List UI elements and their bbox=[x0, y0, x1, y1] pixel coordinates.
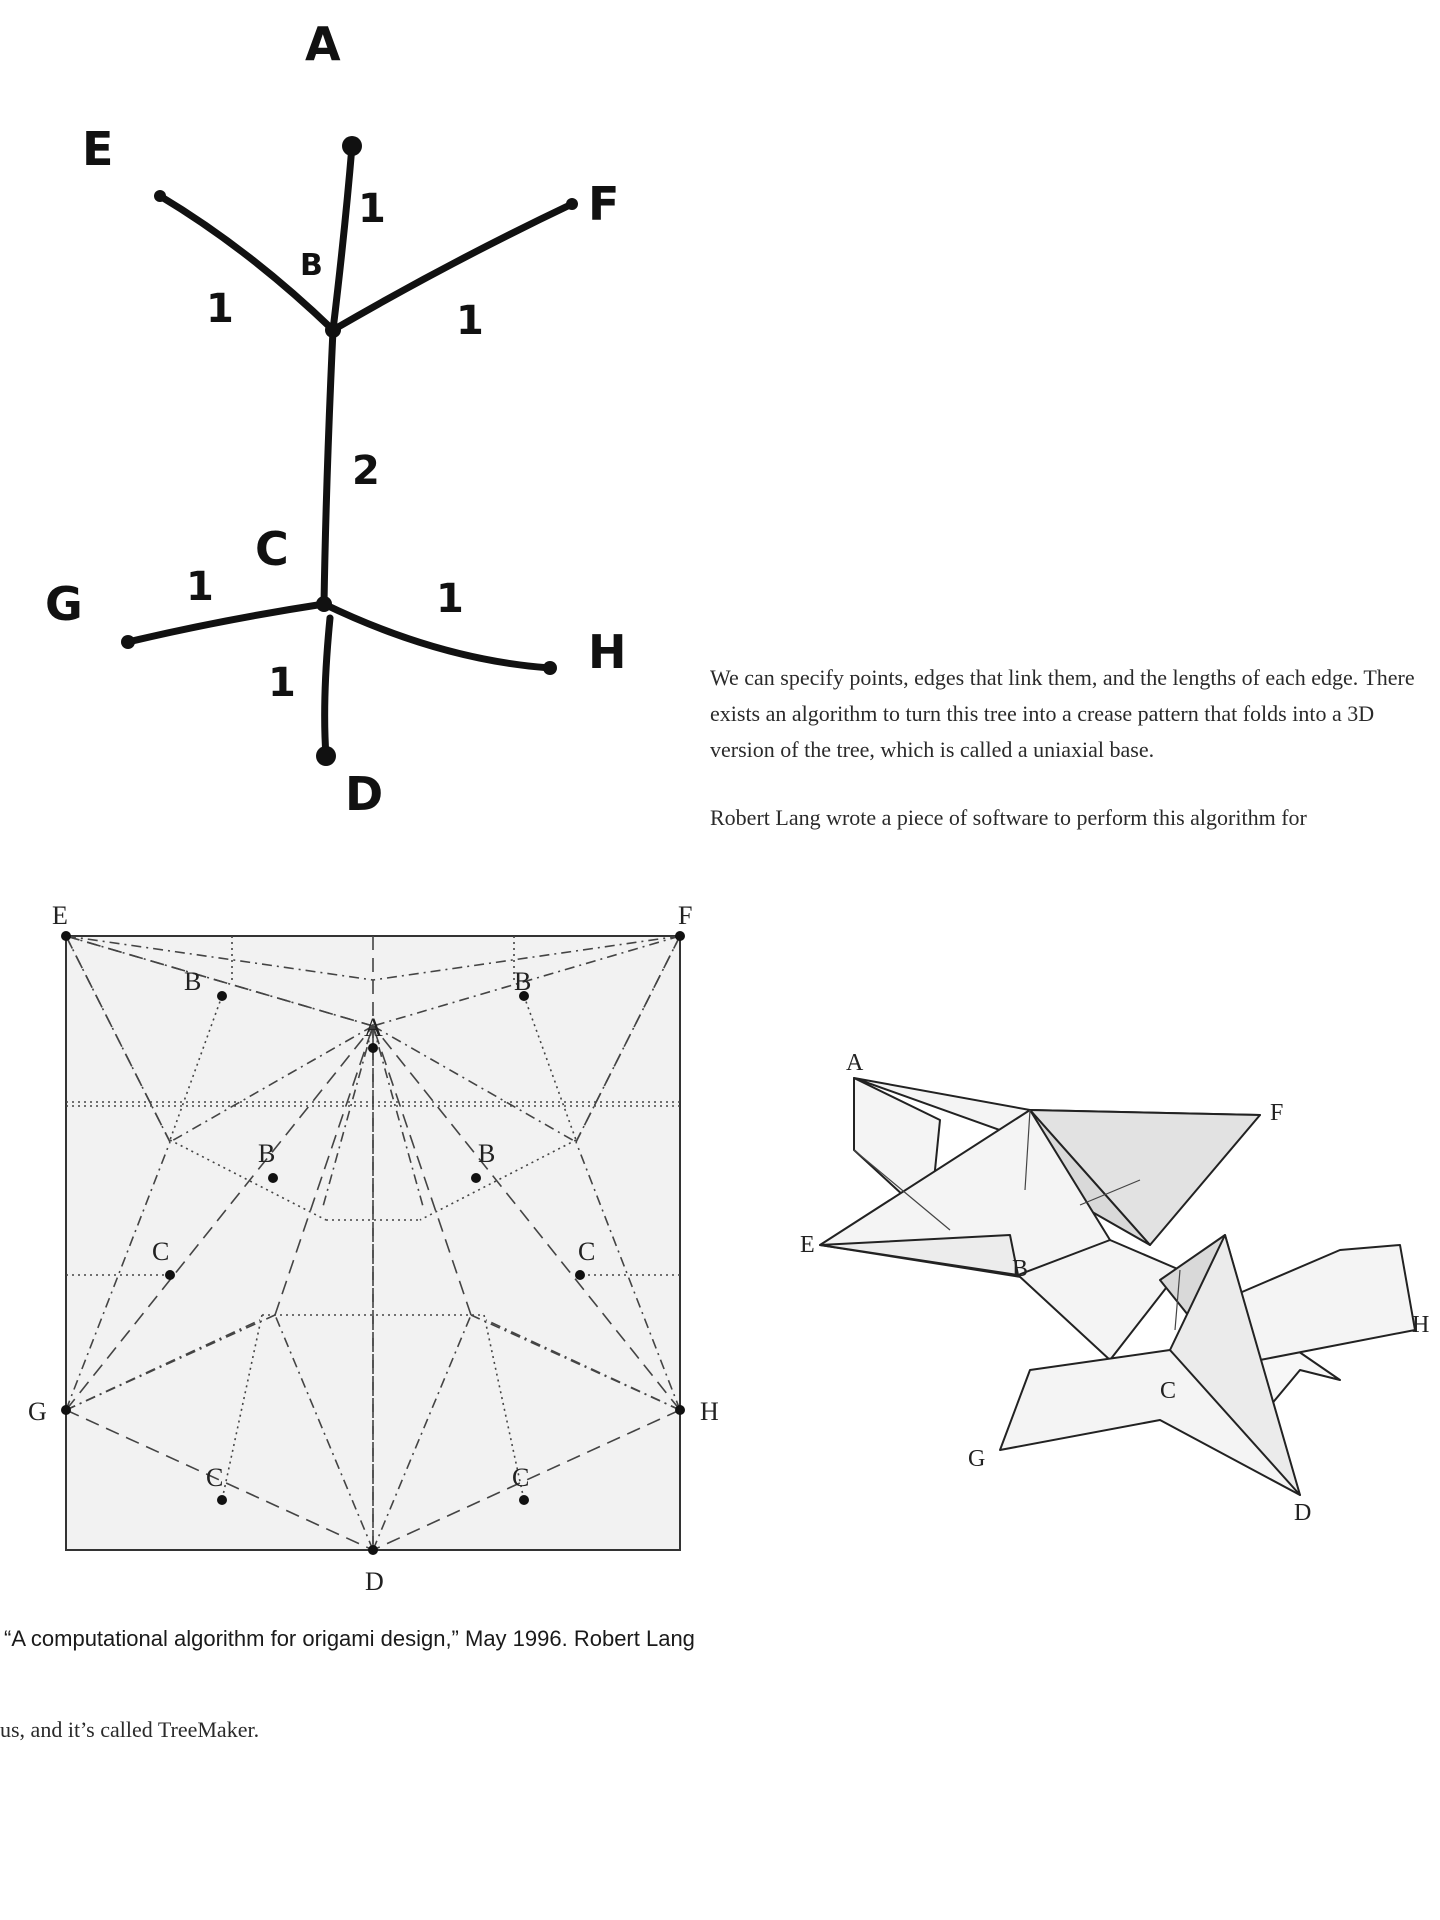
crease-label-b2: B bbox=[514, 967, 531, 996]
folded-base-shapes bbox=[819, 1077, 1416, 1496]
folded-label-f: F bbox=[1270, 1100, 1283, 1126]
crease-label-c3: C bbox=[206, 1463, 223, 1492]
folded-label-g: G bbox=[968, 1446, 985, 1472]
edge-f-b bbox=[329, 200, 576, 334]
crease-label-b1: B bbox=[184, 967, 201, 996]
node-c-dot bbox=[316, 596, 332, 612]
edge-d-c bbox=[321, 614, 334, 760]
node-h-dot bbox=[543, 661, 557, 675]
node-b-dot bbox=[325, 322, 341, 338]
crease-label-c2: C bbox=[578, 1237, 595, 1266]
tree-sketch-figure: A B C D E F G H 1 1 1 2 1 1 1 bbox=[45, 17, 627, 820]
folded-label-c: C bbox=[1160, 1378, 1176, 1404]
folded-label-b: B bbox=[1012, 1256, 1028, 1282]
tree-edge-lengths: 1 1 1 2 1 1 1 bbox=[186, 186, 484, 706]
folded-base-inner-lines bbox=[853, 1109, 1181, 1331]
crease-label-a: A bbox=[364, 1013, 383, 1042]
label-node-e: E bbox=[82, 122, 113, 176]
crease-labels: E F G H D A B B B B C C C C bbox=[28, 901, 719, 1596]
edge-e-b bbox=[156, 192, 337, 334]
length-g-c: 1 bbox=[186, 564, 214, 610]
crease-label-b3: B bbox=[258, 1139, 275, 1168]
crease-label-h: H bbox=[700, 1397, 719, 1426]
crease-pattern-figure: E F G H D A B B B B C C C C bbox=[28, 901, 719, 1596]
folded-base-figure: A F E B H C G D bbox=[800, 1050, 1429, 1526]
crease-vertices bbox=[61, 931, 685, 1555]
crease-label-b4: B bbox=[478, 1139, 495, 1168]
edge-a-b bbox=[329, 142, 356, 334]
folded-label-d: D bbox=[1294, 1500, 1311, 1526]
node-f-dot bbox=[566, 198, 578, 210]
crease-label-d: D bbox=[365, 1567, 384, 1596]
edge-b-c bbox=[320, 326, 337, 608]
folded-label-h: H bbox=[1412, 1312, 1429, 1338]
folded-label-a: A bbox=[846, 1050, 864, 1076]
crease-label-f: F bbox=[678, 901, 692, 930]
node-a-dot bbox=[342, 136, 362, 156]
label-node-g: G bbox=[45, 577, 83, 631]
length-a-b: 1 bbox=[358, 186, 386, 232]
label-node-h: H bbox=[588, 625, 627, 679]
length-d-c: 1 bbox=[268, 660, 296, 706]
tree-nodes bbox=[121, 136, 578, 766]
crease-label-c4: C bbox=[512, 1463, 529, 1492]
crease-label-c1: C bbox=[152, 1237, 169, 1266]
edge-h-c bbox=[320, 600, 554, 672]
paragraph-treemaker-end: us, and it’s called TreeMaker. bbox=[0, 1717, 260, 1742]
length-e-b: 1 bbox=[206, 286, 234, 332]
length-f-b: 1 bbox=[456, 298, 484, 344]
crease-label-g: G bbox=[28, 1397, 47, 1426]
paragraph-treemaker-start: Robert Lang wrote a piece of software to… bbox=[710, 805, 1307, 830]
node-d-dot bbox=[316, 746, 336, 766]
label-node-d: D bbox=[345, 767, 383, 820]
node-g-dot bbox=[121, 635, 135, 649]
figure-caption: “A computational algorithm for origami d… bbox=[4, 1626, 695, 1651]
folded-label-e: E bbox=[800, 1232, 815, 1258]
crease-lines bbox=[65, 935, 681, 1551]
node-e-dot bbox=[154, 190, 166, 202]
paragraph-uniaxial-base: We can specify points, edges that link t… bbox=[710, 665, 1415, 762]
crease-label-e: E bbox=[52, 901, 68, 930]
edge-g-c bbox=[124, 600, 328, 646]
folded-base-labels: A F E B H C G D bbox=[800, 1050, 1429, 1526]
tree-node-labels: A B C D E F G H bbox=[45, 17, 627, 820]
length-b-c: 2 bbox=[352, 448, 380, 494]
label-node-c: C bbox=[255, 522, 289, 576]
tree-edges bbox=[124, 142, 576, 760]
label-node-b: B bbox=[300, 248, 323, 283]
length-h-c: 1 bbox=[436, 576, 464, 622]
label-node-f: F bbox=[588, 177, 619, 231]
label-node-a: A bbox=[305, 17, 341, 71]
